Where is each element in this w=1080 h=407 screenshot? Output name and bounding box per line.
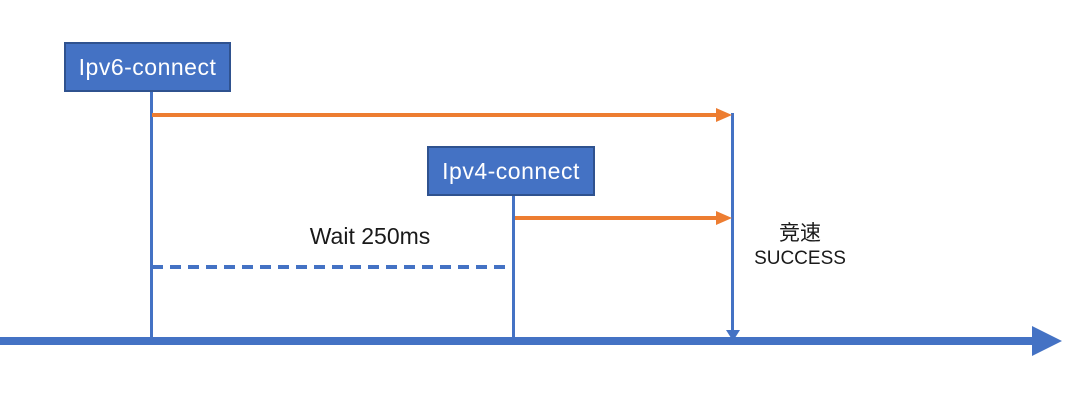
ipv6-drop-line [150, 92, 153, 338]
race-finish-line [731, 113, 734, 332]
ipv4-attempt-arrow-shaft [515, 216, 716, 220]
wait-interval-dashed-line [152, 265, 513, 269]
race-result-label-cn: 竞速 [779, 222, 821, 245]
time-axis-arrowhead-icon [1032, 326, 1062, 356]
ipv6-attempt-arrow [152, 108, 732, 122]
time-axis [0, 337, 1032, 345]
ipv6-attempt-arrowhead-icon [716, 108, 732, 122]
ipv4-drop-line [512, 196, 515, 338]
ipv6-attempt-arrow-shaft [152, 113, 716, 117]
race-result-label: 竞速 SUCCESS [730, 220, 870, 270]
race-finish-arrowhead-icon [726, 330, 740, 341]
ipv6-connect-box: Ipv6-connect [64, 42, 231, 92]
wait-duration-label: Wait 250ms [309, 223, 431, 249]
ipv4-connect-label: Ipv4-connect [442, 157, 580, 184]
race-result-label-en: SUCCESS [754, 248, 846, 269]
ipv4-attempt-arrowhead-icon [716, 211, 732, 225]
ipv4-attempt-arrow [515, 211, 732, 225]
ipv6-connect-label: Ipv6-connect [78, 53, 217, 80]
ipv4-connect-box: Ipv4-connect [427, 146, 595, 196]
